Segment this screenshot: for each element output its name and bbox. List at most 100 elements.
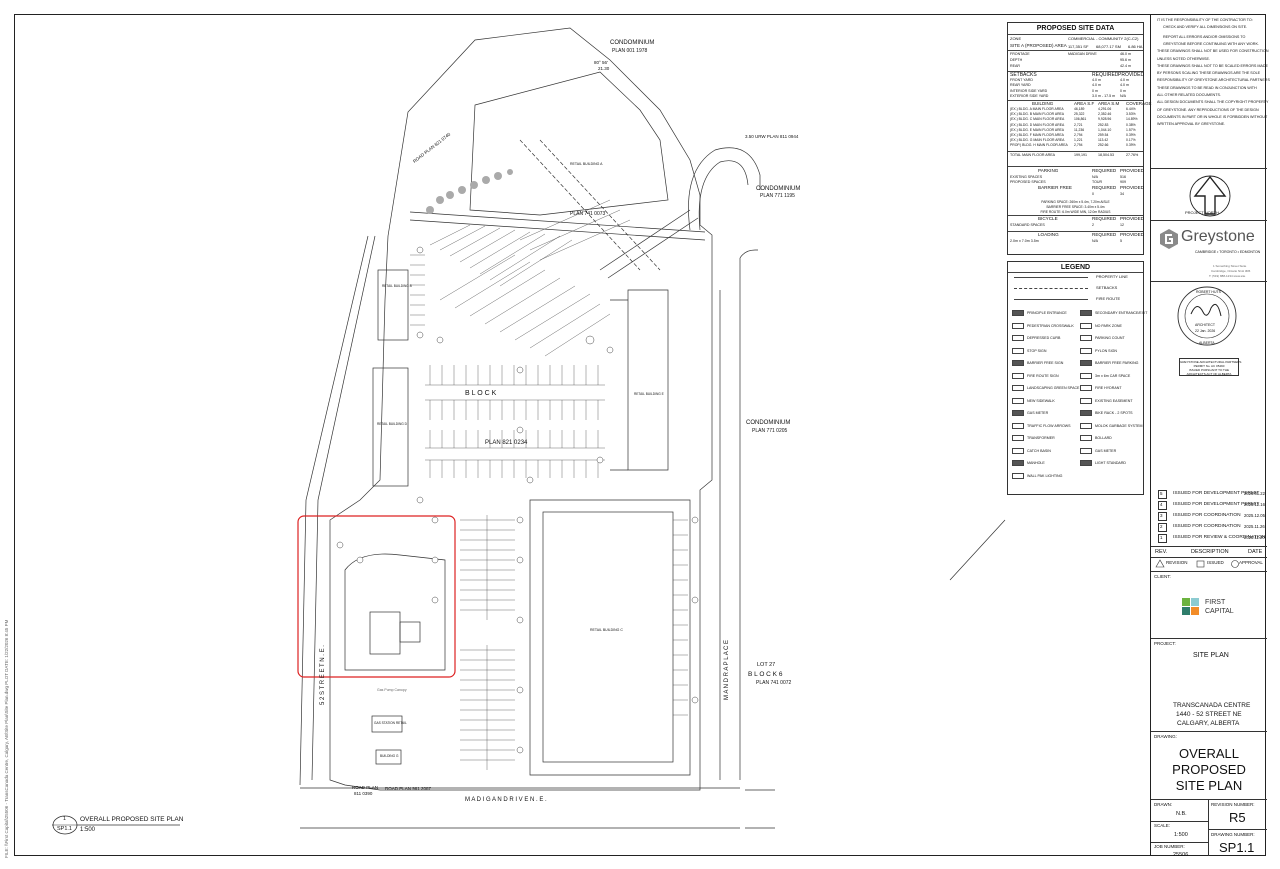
- legend-left-symbol: [1012, 385, 1024, 391]
- legend-left-label: TRANSFORMER: [1027, 436, 1055, 440]
- legend-left-label: WALL PAK LIGHTING: [1027, 473, 1063, 478]
- legend-line-label: FIRE ROUTE: [1096, 296, 1121, 301]
- drawn-value: N.B.: [1176, 811, 1187, 817]
- legend-right-label: GAS METER: [1095, 448, 1117, 453]
- label-condo-top-plan: PLAN 001 1978: [612, 48, 648, 54]
- legend-right-symbol: [1080, 460, 1092, 466]
- building-row-cell: (EX.) BLDG. C MAIN FLOOR AREA: [1010, 117, 1065, 122]
- parking-row-cell: 909: [1120, 180, 1126, 184]
- building-row-cell: 1,044.10: [1098, 127, 1112, 132]
- legend-left-label: MANHOLE: [1027, 461, 1045, 465]
- frontage-row: REAR: [1010, 64, 1020, 68]
- legend-left-label: NEW SIDEWALK: [1027, 398, 1055, 403]
- label-condo-top: CONDOMINIUM: [610, 40, 655, 46]
- barrier-head-cell: REQUIRED: [1092, 185, 1117, 190]
- parking-row-cell: PROPOSED SPACES: [1010, 180, 1046, 184]
- label-building-e: RETAIL BUILDING E: [634, 392, 664, 396]
- legend-right-label: PARKING COUNT: [1095, 336, 1125, 340]
- revision-number-box: [1158, 523, 1167, 532]
- project-line-2: 1440 - 52 STREET NE: [1176, 711, 1242, 718]
- parking-head-cell: PROVIDED: [1120, 168, 1144, 173]
- note-line: DOCUMENTS IN PART OR IN WHOLE IS FORBIDD…: [1157, 114, 1268, 119]
- site-plan-drawing[interactable]: [0, 0, 1150, 869]
- setback-row: EXTERIOR SIDE YARD: [1010, 94, 1049, 99]
- revision-description: ISSUED FOR DEVELOPMENT PERMIT: [1173, 491, 1260, 496]
- drawing-line-3: SITE PLAN: [1175, 778, 1243, 793]
- project-label: PROJECT:: [1154, 641, 1176, 646]
- legend-left-symbol: [1012, 360, 1024, 366]
- setback-row: 3.0 m - 17.5 m: [1092, 94, 1116, 99]
- setback-row: 4.0 m: [1120, 83, 1129, 88]
- legend-left-label: DEPRESSED CURB: [1027, 336, 1061, 340]
- note-line: ALL DESIGN DOCUMENTS SHALL THE COPYRIGHT…: [1157, 100, 1269, 105]
- parking-row-cell: EXISTING SPACES: [1010, 175, 1043, 179]
- greystone-logo-icon: [1160, 229, 1178, 249]
- revision-description: ISSUED FOR DEVELOPMENT PERMIT: [1173, 502, 1260, 507]
- legend-left-symbol: [1012, 410, 1024, 416]
- revision-description: ISSUED FOR REVIEW & COORDINATION: [1173, 535, 1266, 540]
- bicycle-head-cell: REQUIRED: [1092, 216, 1117, 221]
- project-line-3: CALGARY, ALBERTA: [1177, 720, 1240, 727]
- site-area-ha: 6.86 HA: [1128, 44, 1143, 49]
- legend-right-label: NO PARK ZONE: [1095, 323, 1122, 328]
- loading-row-cell: 5: [1120, 239, 1122, 243]
- label-building-c: RETAIL BUILDING C: [590, 628, 623, 632]
- setbacks-head: SETBACKS: [1010, 72, 1037, 78]
- legend-left-symbol: [1012, 322, 1024, 329]
- legend-left-symbol: [1012, 447, 1024, 454]
- legend-line-sample: [1014, 288, 1088, 289]
- note-line: RESPONSIBILITY OF GREYSTONE ARCHITECTURA…: [1157, 78, 1270, 83]
- legend-left-label: GAS METER: [1027, 411, 1049, 415]
- building-row-cell: 2,794: [1074, 143, 1083, 148]
- legend-right-symbol: [1080, 310, 1092, 316]
- legend-left-label: TRAFFIC FLOW ARROWS: [1027, 423, 1071, 428]
- job-number-label: JOB NUMBER:: [1154, 844, 1185, 849]
- label-condo-right2: CONDOMINIUM: [746, 420, 791, 426]
- setbacks-provided-head: PROVIDED: [1118, 72, 1145, 78]
- project-name: SITE PLAN: [1193, 652, 1229, 659]
- note-line: GREYSTONE BEFORE CONTINUING WITH ANY WOR…: [1163, 41, 1259, 46]
- legend-right-label: BIKE RACK - 2 SPOTS: [1095, 411, 1133, 415]
- firm-subtitle: CAMBRIDGE • TORONTO • EDMONTON: [1195, 250, 1261, 254]
- north-label: PROJECT NORTH: [1185, 210, 1219, 215]
- legend-right-label: LIGHT STANDARD: [1095, 461, 1127, 465]
- barrier-row-cell: 0: [1092, 192, 1094, 196]
- label-building-f: GAS STATION RETAIL: [374, 721, 407, 725]
- drawing-number-value: SP1.1: [1219, 840, 1255, 855]
- setback-row: 0 m: [1120, 88, 1126, 93]
- building-row-cell: 0.39%: [1126, 143, 1136, 148]
- frontage-row: 46.0 m: [1120, 52, 1131, 56]
- legend-right-label: BOLLARD: [1095, 436, 1112, 440]
- legend-left-symbol: [1012, 460, 1024, 466]
- note-line: UNLESS NOTED OTHERWISE.: [1157, 56, 1210, 61]
- legend-right-label: FIRE HYDRANT: [1095, 386, 1122, 390]
- building-row-cell: 106,861: [1074, 117, 1087, 122]
- bicycle-row-cell: 12: [1120, 223, 1124, 227]
- total-row-cell: 18,504.53: [1098, 153, 1114, 157]
- note-line: ALL OTHER RELATED DOCUMENTS.: [1157, 93, 1221, 97]
- setback-row: 4.0 m: [1092, 78, 1101, 82]
- label-building-a: RETAIL BUILDING A: [570, 162, 603, 166]
- client-name-2: CAPITAL: [1205, 608, 1234, 615]
- legend-right-label: SECONDARY ENTRANCE/EXIT: [1095, 311, 1148, 315]
- building-row-cell: 9,928.96: [1098, 117, 1112, 122]
- note-line: REPORT ALL ERRORS AND/OR OMISSIONS TO: [1163, 34, 1246, 39]
- legend-title: LEGEND: [1060, 264, 1091, 271]
- legend-right-symbol: [1080, 360, 1092, 366]
- drawing-label: DRAWING:: [1154, 734, 1177, 739]
- legend-left-label: STOP SIGN: [1027, 348, 1047, 353]
- note-line: THESE DRAWINGS TO BE READ IN CONJUNCTION…: [1157, 85, 1257, 90]
- legend-left-label: LANDSCAPING GREEN SPACE: [1027, 386, 1080, 390]
- revision-description: ISSUED FOR COORDINATION: [1173, 524, 1241, 529]
- building-row-cell: 1,221: [1074, 138, 1083, 143]
- title-sidebar: IT IS THE RESPONSIBILITY OF THE CONTRACT…: [1150, 14, 1270, 858]
- revision-number-value: R5: [1229, 810, 1246, 825]
- loading-row-cell: 2.0m x 7.0m 3.5m: [1010, 239, 1039, 243]
